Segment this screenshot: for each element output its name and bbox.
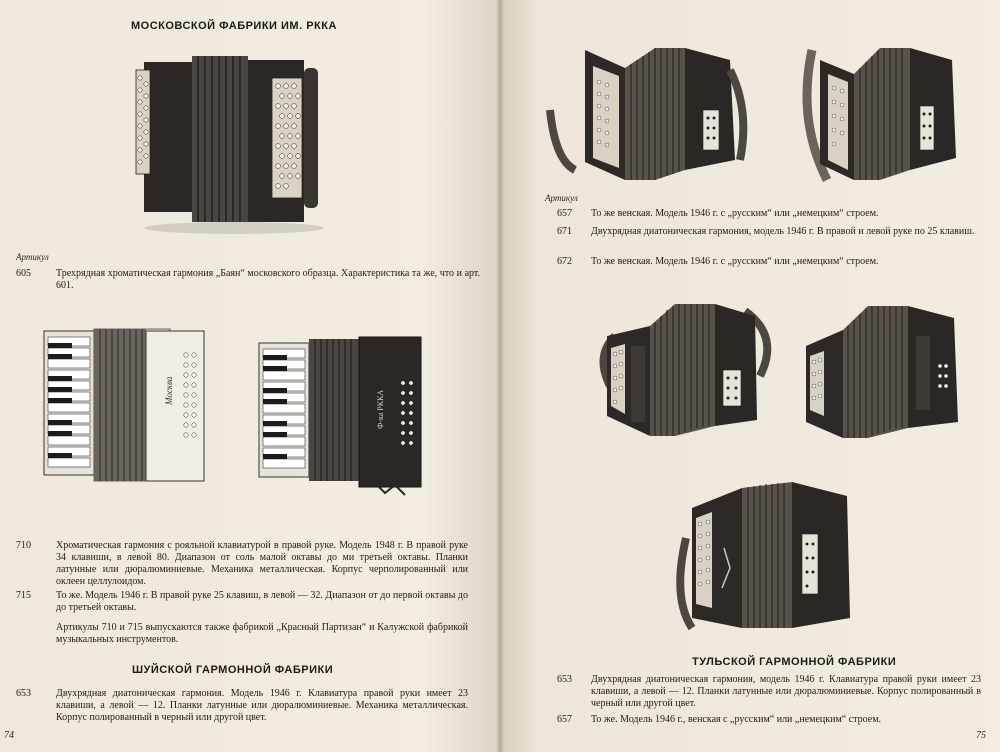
entry-text: Двухрядная диатоническая гармония. Модел… [56, 688, 468, 723]
piano-accordion-black-illustration: Ф-ка РККА [258, 336, 422, 496]
entry-672: 672 То же венская. Модель 1946 г. с „рус… [557, 256, 987, 270]
entry-657-bottom: 657 То же. Модель 1946 г., венская с „ру… [557, 714, 987, 728]
entry-number: 657 [557, 714, 572, 725]
right-page: Артикул 657 То же венская. Модель 1946 г… [500, 0, 1000, 752]
left-page: МОСКОВСКОЙ ФАБРИКИ ИМ. РККА [0, 0, 500, 752]
entry-number: 715 [16, 590, 31, 601]
entry-605: 605 Трехрядная хроматическая гармония „Б… [16, 268, 486, 298]
entry-text: Хроматическая гармония с рояльной клавиа… [56, 540, 468, 587]
entry-text: Двухрядная диатоническая гармония, модел… [591, 674, 981, 709]
page-number-left: 74 [4, 730, 14, 741]
accordion-label-moskva: Москва [164, 376, 174, 406]
page-number-right: 75 [976, 730, 986, 741]
entry-710: 710 Хроматическая гармония с рояльной кл… [16, 540, 486, 590]
tula-accordion-illustration-3 [676, 482, 850, 631]
article-caption-right: Артикул [545, 193, 578, 203]
bayan-illustration [135, 56, 324, 234]
entry-number: 671 [557, 226, 572, 237]
entry-number: 710 [16, 540, 31, 551]
entry-653-left: 653 Двухрядная диатоническая гармония. М… [16, 688, 486, 728]
entry-653-right: 653 Двухрядная диатоническая гармония, м… [557, 674, 987, 712]
piano-accordion-white-illustration: Москва [43, 328, 205, 482]
entry-number: 657 [557, 208, 572, 219]
accordion-label-rkka: Ф-ка РККА [376, 390, 385, 429]
entry-text: Двухрядная диатоническая гармония, модел… [591, 226, 975, 237]
tula-accordion-illustration-2 [806, 306, 958, 438]
entry-671: 671 Двухрядная диатоническая гармония, м… [557, 226, 987, 252]
entry-number: 672 [557, 256, 572, 267]
entry-text: Трехрядная хроматическая гармония „Баян“… [56, 268, 480, 291]
entry-text: То же венская. Модель 1946 г. с „русским… [591, 208, 879, 219]
entry-715: 715 То же. Модель 1946 г. В правой руке … [16, 590, 486, 616]
article-caption-left: Артикул [16, 252, 49, 262]
entry-number: 653 [16, 688, 31, 699]
entry-number: 605 [16, 268, 31, 279]
entry-text: То же венская. Модель 1946 г. с „русским… [591, 256, 879, 267]
entry-text: То же. Модель 1946 г., венская с „русски… [591, 714, 882, 725]
heading-moscow-factory: МОСКОВСКОЙ ФАБРИКИ ИМ. РККА [131, 20, 337, 32]
tula-accordion-illustration-1 [599, 304, 772, 436]
entry-number: 653 [557, 674, 572, 685]
entry-text: Артикулы 710 и 715 выпускаются также фаб… [56, 622, 468, 645]
vienna-accordion-illustration-2 [802, 48, 956, 183]
book-gutter [496, 0, 504, 752]
heading-shuya-factory: ШУЙСКОЙ ГАРМОННОЙ ФАБРИКИ [132, 664, 334, 676]
entry-text: То же. Модель 1946 г. В правой руке 25 к… [56, 590, 468, 613]
vienna-accordion-illustration-1 [546, 48, 748, 180]
entry-note-710-715: Артикулы 710 и 715 выпускаются также фаб… [16, 622, 486, 648]
heading-tula-factory: ТУЛЬСКОЙ ГАРМОННОЙ ФАБРИКИ [692, 656, 897, 668]
entry-657-top: 657 То же венская. Модель 1946 г. с „рус… [557, 208, 987, 222]
